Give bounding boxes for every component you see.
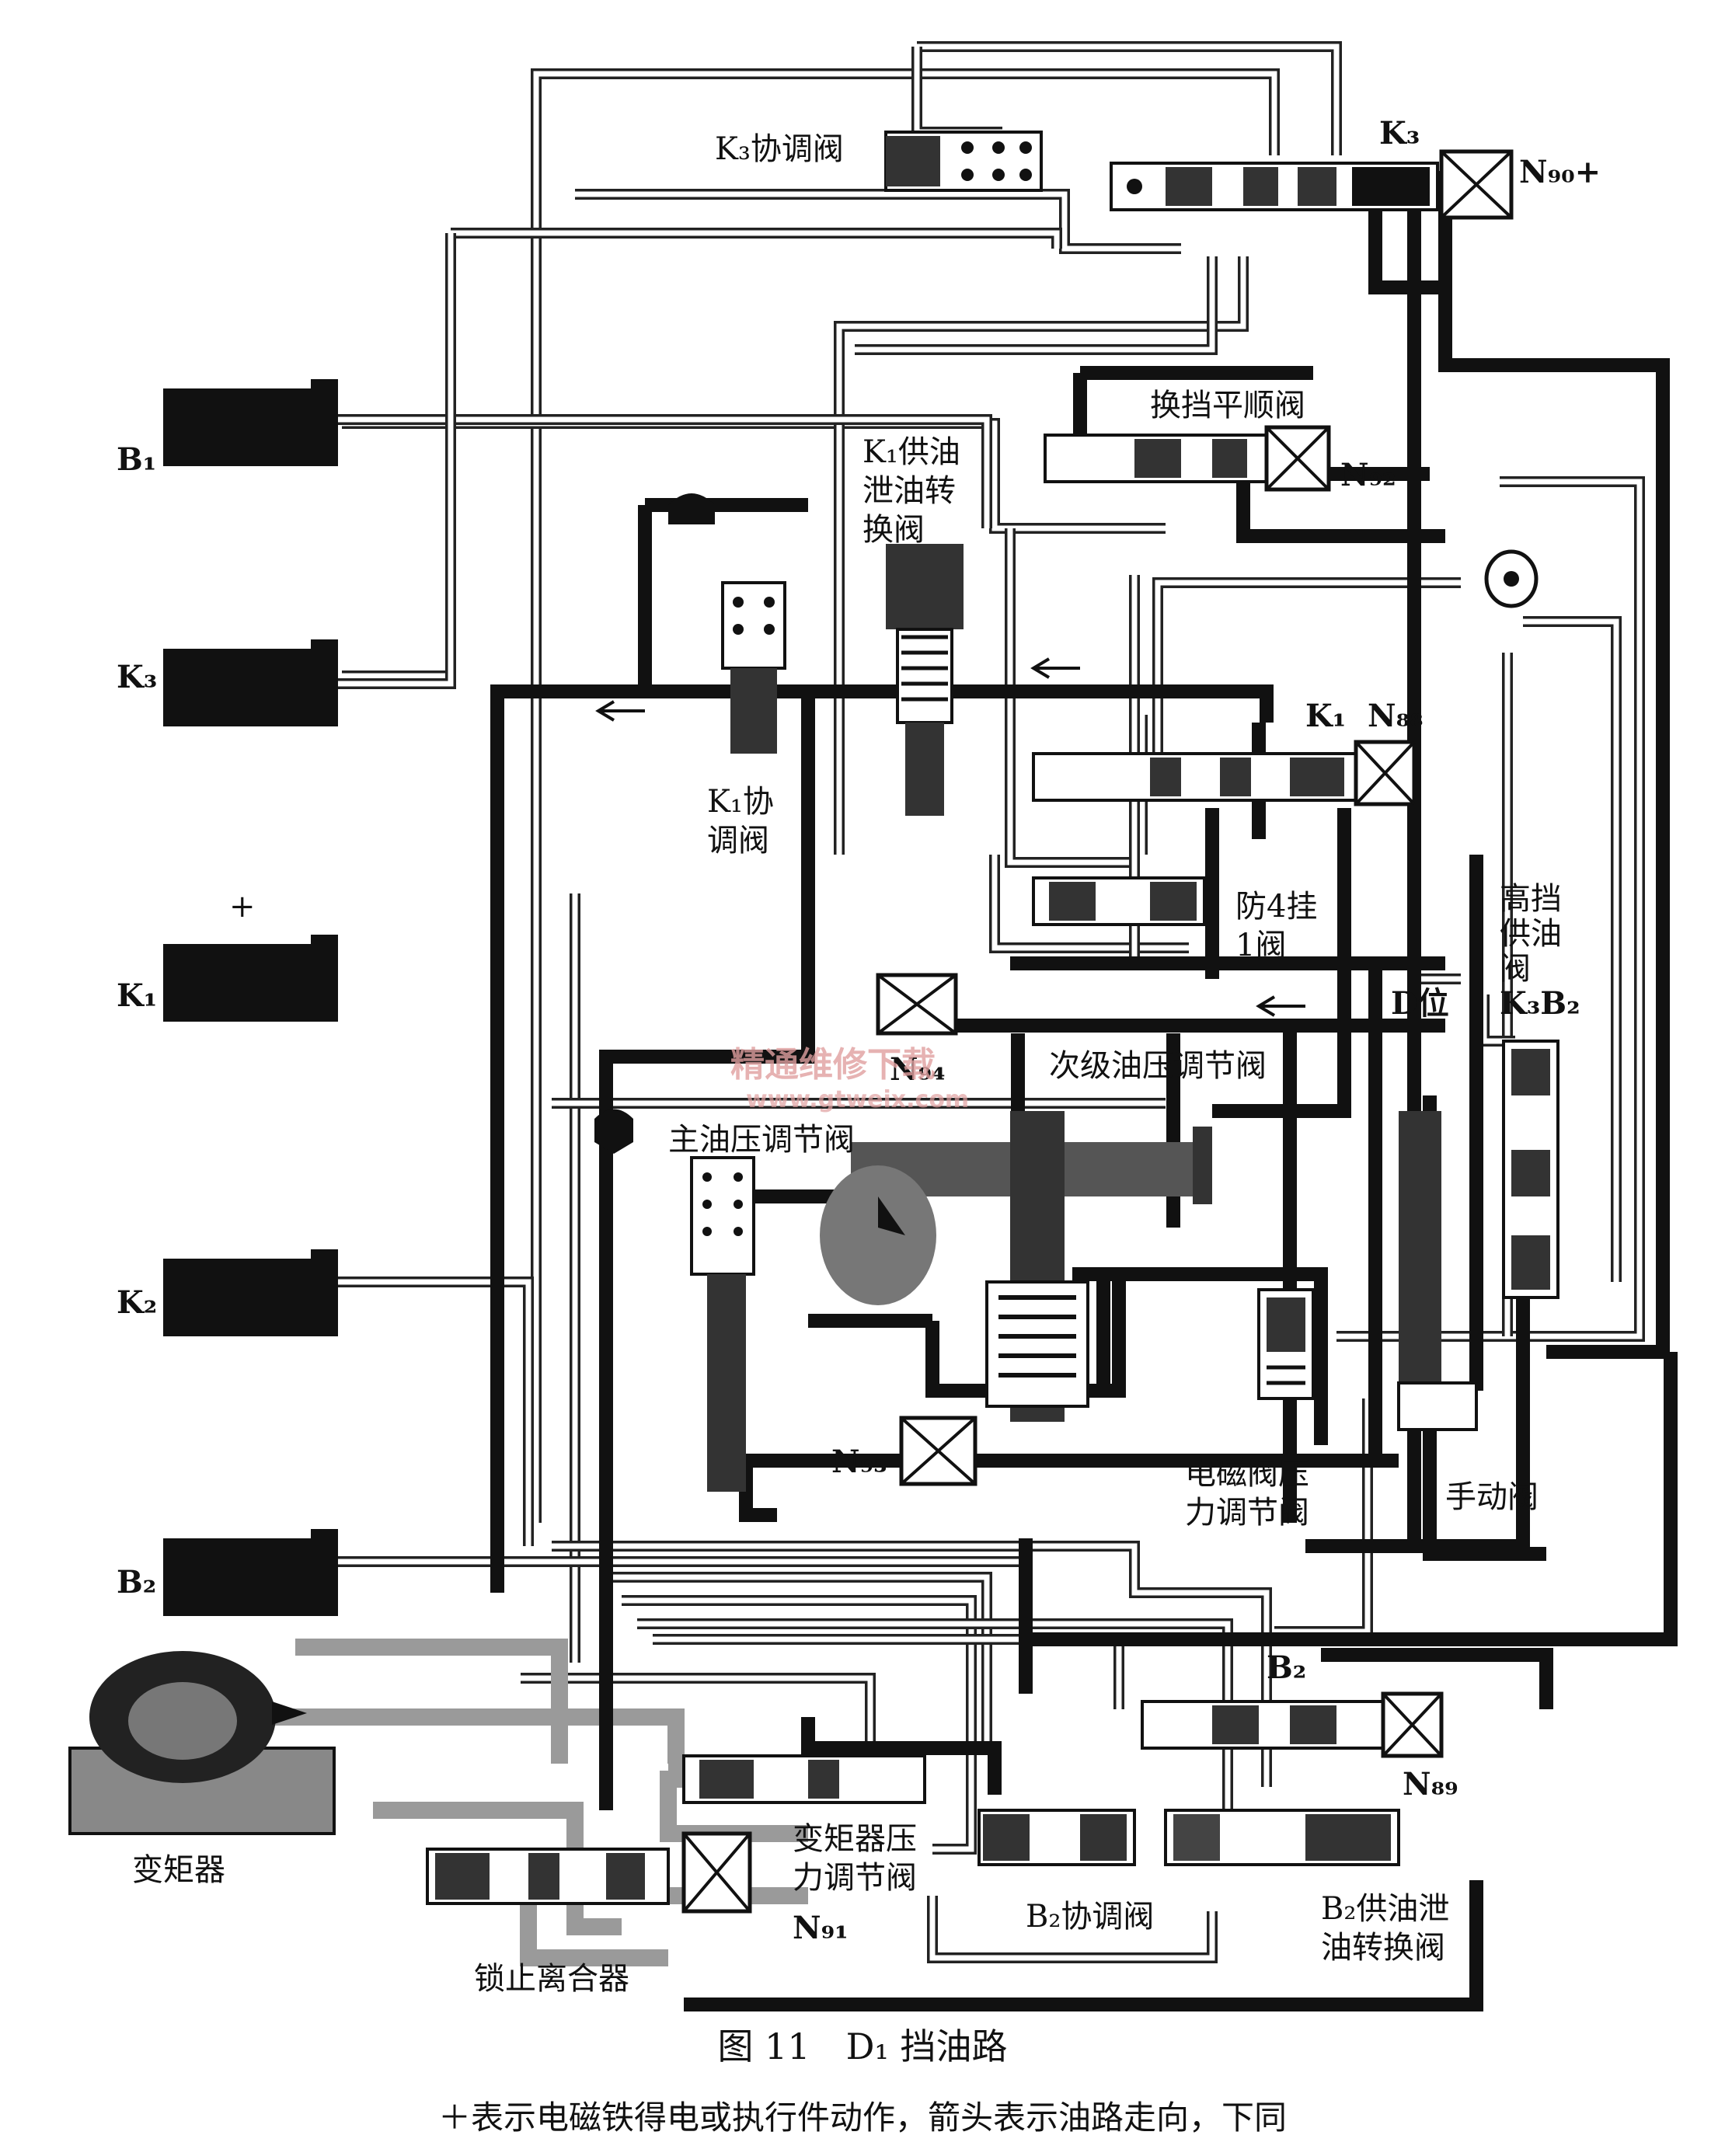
converter-regulator-label-1: 变矩器压 [793,1821,917,1857]
converter-regulator-label-2: 力调节阀 [793,1860,917,1896]
main-pressure-regulator: 主油压调节阀 [668,1122,855,1492]
b2-supply-valve-label-2: 油转换阀 [1321,1930,1445,1966]
actuator-b1: B₁ [117,379,338,478]
oil-pump [820,1165,936,1305]
k1-supply-drain-valve: K₁供油 泄油转 换阀 [862,434,964,816]
actuator-k1: K₁ + [117,889,338,1022]
high-gear-supply-valve: 高挡 供油 阀 K₃B₂ [1500,881,1580,1299]
solenoid-n89: N₈₉ [1381,1691,1458,1802]
high-gear-valve-label-3: 阀 [1500,951,1531,987]
solenoid-n90: N₉₀+ [1439,149,1601,220]
actuator-k3-label: K₃ [117,659,157,695]
torque-converter-label: 变矩器 [132,1852,225,1888]
manual-valve-label: 手动阀 [1445,1479,1539,1515]
check-valve-left [594,1109,633,1154]
watermark-url: www.gtweix.com [746,1086,969,1113]
anti-4-1-valve-label-2: 1阀 [1235,928,1286,963]
watermark: 精通维修下载 www.gtweix.com [730,1045,969,1113]
main-pressure-lines [490,171,1678,2011]
anti-4-to-1-valve: 防4挂 1阀 [1032,876,1317,963]
k1-coordination-valve: K₁协 调阀 [707,581,786,859]
d-position-label: D位 [1391,985,1449,1022]
actuator-b1-label: B₁ [117,441,156,478]
solenoid-n88-label: N₈₈ [1368,698,1424,734]
actuator-k2-label: K₂ [117,1284,157,1321]
b2-supply-drain-valve: B₂供油泄 油转换阀 [1164,1809,1449,1966]
solenoid-regulator-label-2: 力调节阀 [1185,1495,1309,1531]
k3-shift-valve-label: K₃ [1379,115,1420,152]
manual-valve: 手动阀 [1397,1111,1539,1515]
k1-supply-valve-label-2: 泄油转 [862,473,956,509]
check-valve-top [668,493,715,524]
k1-shift-valve-label: K₁ [1305,698,1346,734]
actuator-k1-label: K₁ [117,977,157,1014]
solenoid-n88: N₈₈ [1354,698,1424,806]
k3-shift-valve: K₃ [1110,115,1439,211]
solenoid-n90-label: N₉₀+ [1519,154,1601,190]
b2-shift-valve-label: B₂ [1267,1649,1306,1686]
k1-coord-valve-label-2: 调阀 [707,823,769,859]
lockup-clutch-label: 锁止离合器 [474,1961,629,1997]
actuator-b2-label: B₂ [117,1564,156,1600]
k1-supply-valve-label-3: 换阀 [862,512,925,548]
solenoid-n92: N₉₂ [1264,425,1396,493]
energized-plus-mark: + [229,889,256,925]
k3b2-label: K₃B₂ [1500,985,1580,1022]
shift-smoothing-valve: 换挡平顺阀 [1044,388,1305,483]
solenoid-n93-label: N₉₃ [831,1444,887,1480]
b2-coordination-valve-label: B₂协调阀 [1026,1899,1154,1935]
k3-coordination-valve-label: K₃协调阀 [715,131,844,167]
solenoid-pressure-regulator: 电磁阀压 力调节阀 [1185,1288,1315,1531]
solenoid-n93: N₉₃ [831,1416,977,1486]
k1-supply-valve-label-1: K₁供油 [862,434,960,470]
secondary-regulator-label: 次级油压调节阀 [1049,1048,1267,1084]
main-regulator-label: 主油压调节阀 [668,1122,855,1158]
high-gear-valve-label-1: 高挡 [1500,881,1562,917]
actuator-b2: B₂ [117,1529,338,1616]
torque-converter: 变矩器 [68,1651,336,1888]
ball-check-valve [1484,549,1539,608]
solenoid-n92-label: N₉₂ [1340,457,1396,493]
k3-coordination-valve: K₃协调阀 [715,131,1043,192]
actuator-k2: K₂ [117,1249,338,1336]
solenoid-n94-label: N₉₄ [890,1051,946,1088]
watermark-text: 精通维修下载 [730,1045,936,1085]
k1-coord-valve-label-1: K₁协 [707,784,774,820]
b2-coordination-valve: B₂协调阀 [977,1809,1154,1935]
solenoid-regulator-label-1: 电磁阀压 [1185,1456,1309,1492]
k1-shift-valve: K₁ [1032,698,1361,802]
solenoid-n94: N₉₄ [876,973,958,1088]
actuator-k3: K₃ [117,639,338,726]
high-gear-valve-label-2: 供油 [1500,916,1562,952]
caption-title: 图 11 D₁ 挡油路 [717,2025,1007,2067]
flow-arrows [595,657,1305,1017]
lockup-clutch-valve: 锁止离合器 [426,1848,670,1997]
shift-smoothing-valve-label: 换挡平顺阀 [1150,388,1305,423]
figure-caption: 图 11 D₁ 挡油路 ＋表示电磁铁得电或执行件动作，箭头表示油路走向，下同 [438,2025,1287,2137]
caption-note: ＋表示电磁铁得电或执行件动作，箭头表示油路走向，下同 [438,2099,1287,2137]
solenoid-n91-label: N₉₁ [793,1910,849,1946]
anti-4-1-valve-label-1: 防4挂 [1235,889,1317,925]
solenoid-n91: N₉₁ [681,1831,849,1946]
solenoid-n89-label: N₈₉ [1403,1766,1458,1802]
b2-supply-valve-label-1: B₂供油泄 [1321,1891,1449,1927]
converter-pressure-regulator: 变矩器压 力调节阀 [682,1754,926,1896]
